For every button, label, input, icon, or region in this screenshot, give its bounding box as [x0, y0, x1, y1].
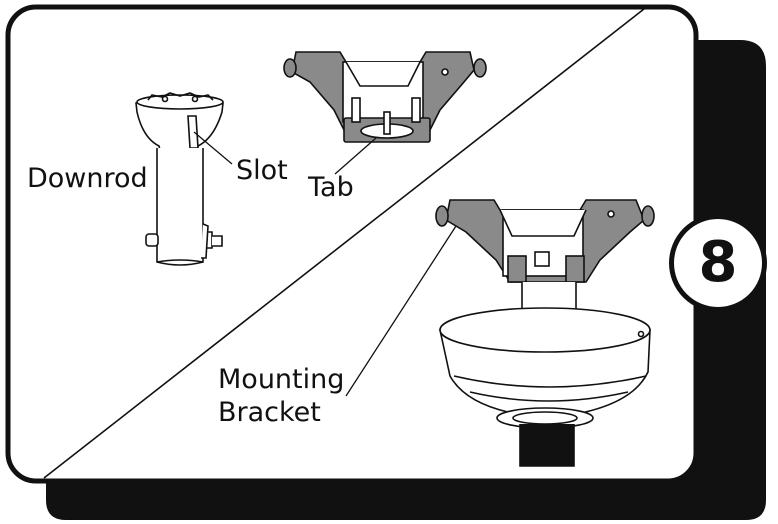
bracket-tab-illustration: [283, 51, 487, 143]
slot-label: Slot: [236, 155, 288, 186]
bracket-label: Bracket: [218, 397, 321, 428]
step-number: 8: [698, 230, 738, 295]
tab-leader-line: [334, 137, 377, 175]
downrod-label: Downrod: [27, 163, 148, 194]
diagonal-divider: [43, 8, 645, 479]
mounting-bracket-illustration: [435, 199, 655, 283]
mounting-bracket-leader-line: [345, 225, 457, 397]
step-number-badge: 8: [669, 214, 767, 312]
tab-label: Tab: [308, 172, 354, 203]
downrod-illustration: [135, 92, 224, 266]
slot-leader-line: [193, 131, 233, 165]
mounting-label: Mounting: [218, 364, 345, 395]
downrod-canopy-illustration: [439, 282, 651, 467]
